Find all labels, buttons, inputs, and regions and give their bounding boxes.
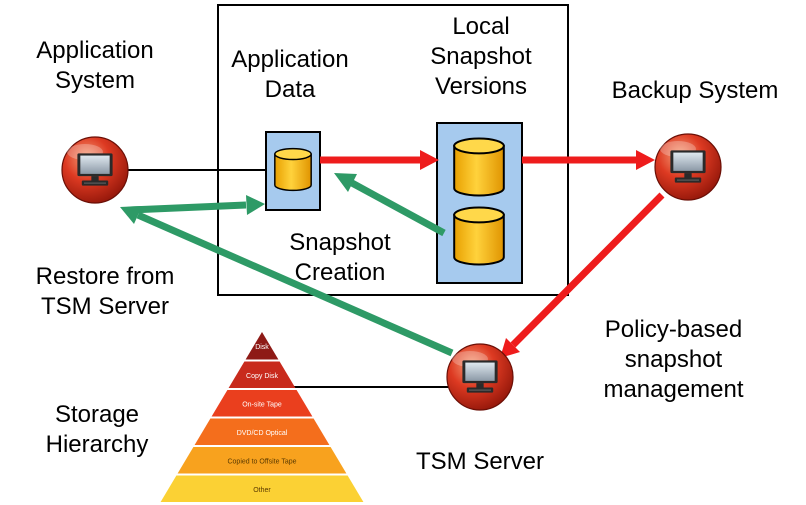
database-cylinder-icon [273, 147, 313, 192]
pyramid-tier [160, 475, 364, 502]
application-system-node [61, 136, 129, 204]
application-boundary-box [217, 4, 569, 296]
pyramid-tier-label: DVD/CD Optical [237, 430, 288, 437]
computer-monitor-icon [77, 152, 113, 187]
pyramid-tier [245, 332, 279, 360]
computer-monitor-icon [462, 359, 498, 394]
local-snapshot-store [436, 122, 523, 284]
policy-based-management-label: Policy-based snapshot management [603, 316, 744, 403]
pyramid-tier-label: Copied to Offsite Tape [227, 458, 296, 465]
green-flow-arrows [120, 173, 454, 357]
backup-system-node [654, 133, 722, 201]
application-data-label: Application Data [231, 46, 349, 103]
pyramid-tier-label: Copy Disk [246, 373, 278, 380]
red-flow-arrows [320, 150, 665, 358]
pyramid-tier [228, 361, 296, 388]
restore-from-tsm-label: Restore from TSM Server [35, 263, 175, 320]
tsm-server-node [446, 343, 514, 411]
snapshot-creation-label: Snapshot Creation [289, 229, 391, 286]
local-snapshot-versions-label: Local Snapshot Versions [430, 13, 532, 100]
pyramid-tier [211, 390, 313, 417]
application-data-store [265, 131, 321, 211]
backup-system-label: Backup System [611, 77, 779, 104]
pyramid-tier-label: On-site Tape [242, 401, 282, 408]
database-cylinder-icon [453, 206, 505, 266]
computer-monitor-icon [670, 149, 706, 184]
tsm-server-label: TSM Server [415, 448, 544, 475]
pyramid-tier [194, 418, 330, 445]
storage-hierarchy-label: Storage Hierarchy [45, 401, 149, 458]
pyramid-tier-label: Other [253, 487, 271, 494]
pyramid-tier-label: Disk [255, 344, 269, 351]
application-system-label: Application System [36, 37, 154, 94]
database-cylinder-icon [453, 137, 505, 197]
pyramid-tier [177, 447, 347, 474]
